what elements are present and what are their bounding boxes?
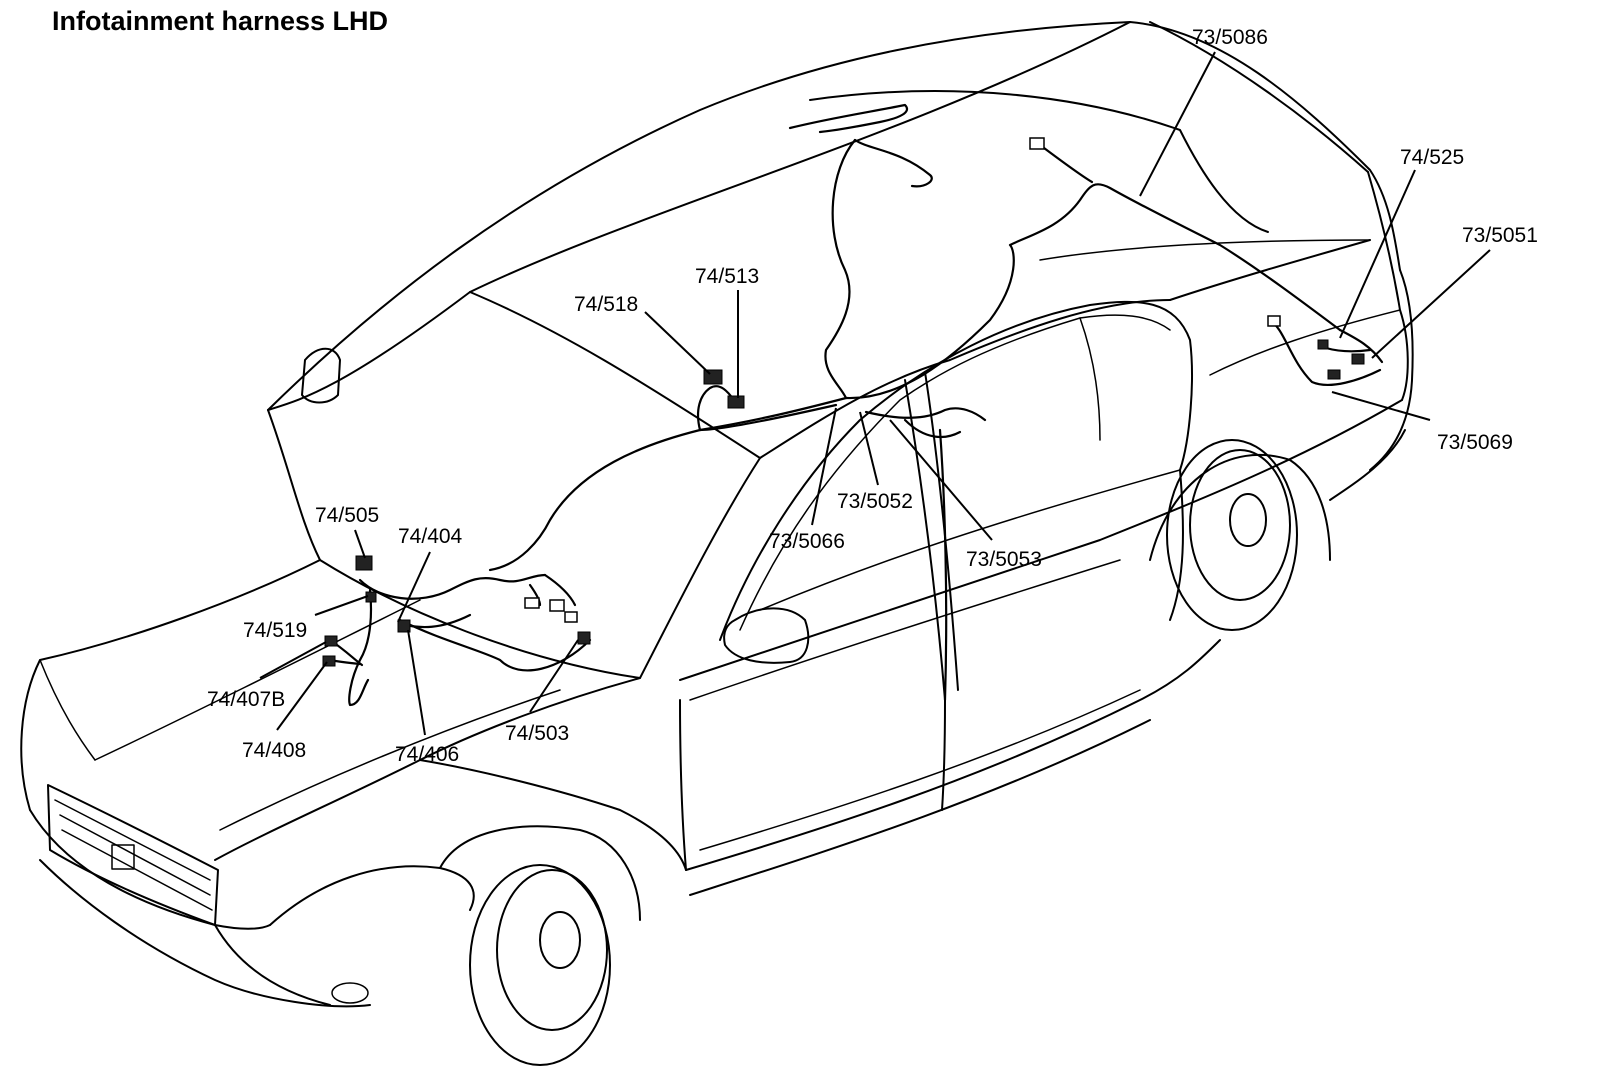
label-74-505: 74/505 <box>315 504 379 527</box>
label-73-5066: 73/5066 <box>769 530 845 553</box>
label-74-406: 74/406 <box>395 743 459 766</box>
wiring-harness <box>322 103 1384 707</box>
label-74-404: 74/404 <box>398 525 463 548</box>
label-74-525: 74/525 <box>1400 146 1464 169</box>
label-73-5051: 73/5051 <box>1462 224 1538 247</box>
label-73-5053: 73/5053 <box>966 548 1042 571</box>
label-73-5069: 73/5069 <box>1437 431 1513 454</box>
label-74-407B: 74/407B <box>207 688 285 711</box>
diagram-title: Infotainment harness LHD <box>52 6 389 36</box>
callout-labels: 73/5086 74/525 73/5051 73/5069 74/513 74… <box>207 26 1538 766</box>
leader-lines <box>259 51 1491 736</box>
label-74-503: 74/503 <box>505 722 569 745</box>
label-73-5052: 73/5052 <box>837 490 913 513</box>
label-74-513: 74/513 <box>695 265 759 288</box>
label-73-5086: 73/5086 <box>1192 26 1268 49</box>
label-74-518: 74/518 <box>574 293 638 316</box>
label-74-519: 74/519 <box>243 619 307 642</box>
car-body <box>20 21 1414 1066</box>
label-74-408: 74/408 <box>242 739 306 762</box>
